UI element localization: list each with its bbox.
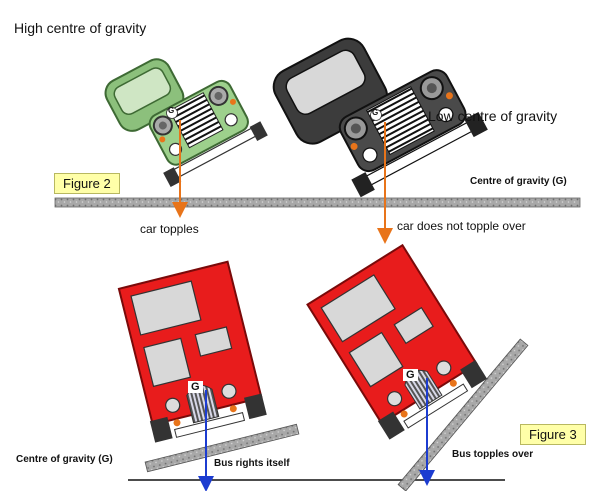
bus-rights-label: Bus rights itself [214,458,290,469]
left-tilted-road [144,423,300,473]
green-car [104,58,268,188]
top-road [54,197,581,208]
black-car-g-marker [370,109,382,121]
g-label-black-car: G [372,108,379,117]
high-cg-label: High centre of gravity [14,20,147,36]
g-label-right-bus: G [403,369,418,381]
green-car-g-marker [166,107,178,119]
car-topples-label: car topples [140,222,199,236]
g-label-left-bus: G [188,381,203,393]
black-car [272,37,488,198]
figure-3-label: Figure 3 [520,424,586,445]
left-bus [117,260,267,443]
right-tilted-road [397,338,529,491]
g-label-green-car: G [168,106,175,115]
cg-label-bottom: Centre of gravity (G) [16,454,113,465]
low-cg-label: Low centre of gravity [428,108,558,124]
bus-topples-label: Bus topples over [452,449,534,460]
car-not-topple-label: car does not topple over [397,219,526,233]
cg-label-top: Centre of gravity (G) [470,176,567,187]
right-bus [306,243,488,440]
figure-2-label: Figure 2 [54,173,120,194]
